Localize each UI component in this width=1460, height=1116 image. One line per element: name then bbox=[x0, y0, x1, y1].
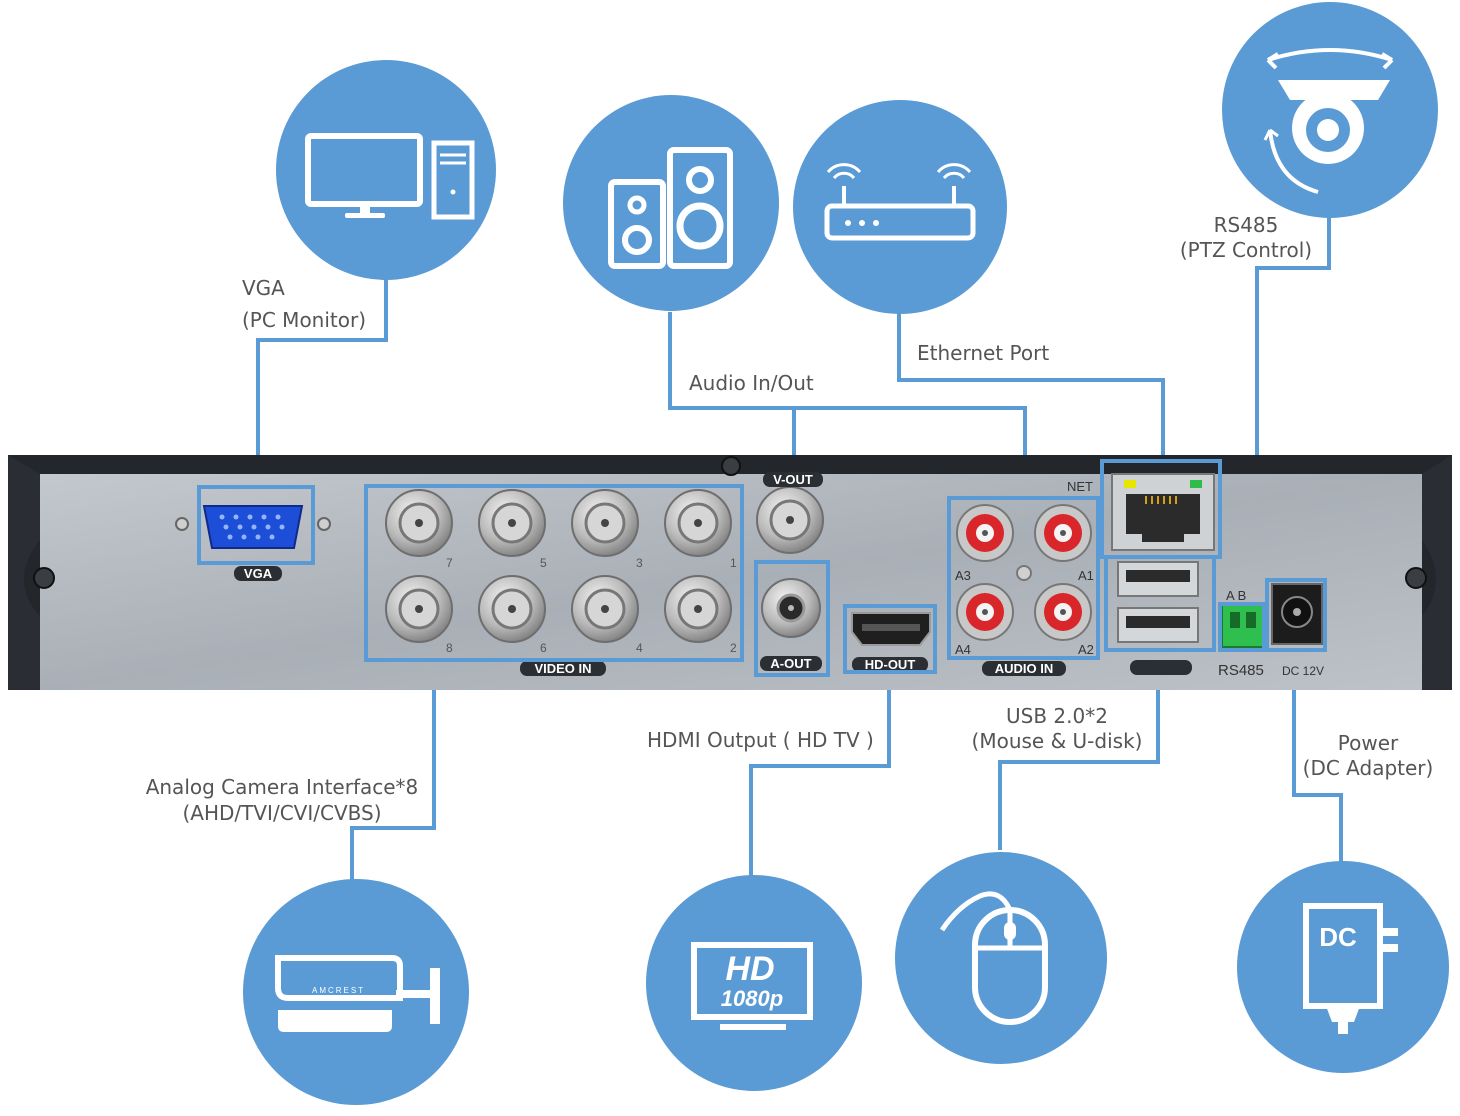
connector-lines bbox=[256, 216, 1343, 880]
line-rs485 bbox=[1255, 216, 1331, 604]
analog-camera-sub-label: (AHD/TVI/CVI/CVBS) bbox=[182, 801, 382, 825]
camera-brand-text: AMCREST bbox=[312, 986, 365, 995]
v-out-panel-label: V-OUT bbox=[773, 472, 813, 487]
hd-resolution-text: 1080p bbox=[721, 986, 783, 1011]
line-hdmi bbox=[749, 672, 891, 880]
audio-port-label: A1 bbox=[1078, 568, 1094, 583]
dvr-rear-panel: 7 5 3 1 8 6 4 2 A3 A1 A4 A2 NET bbox=[8, 455, 1452, 690]
line-power bbox=[1292, 650, 1343, 862]
power-sub-label: (DC Adapter) bbox=[1302, 756, 1434, 780]
hd-out-panel-label: HD-OUT bbox=[865, 657, 916, 672]
dc-icon-text: DC bbox=[1319, 922, 1357, 952]
bnc-number: 3 bbox=[636, 556, 643, 570]
audio-label: Audio In/Out bbox=[689, 371, 814, 395]
bnc-number: 8 bbox=[446, 641, 453, 655]
vga-panel-label: VGA bbox=[244, 566, 273, 581]
vga-sub-label: (PC Monitor) bbox=[242, 308, 367, 332]
bnc-number: 1 bbox=[730, 556, 737, 570]
bnc-video-inputs bbox=[385, 489, 732, 643]
bnc-number: 2 bbox=[730, 641, 737, 655]
audio-port-label: A3 bbox=[955, 568, 971, 583]
a-out-panel-label: A-OUT bbox=[770, 656, 811, 671]
net-label: NET bbox=[1067, 479, 1093, 494]
mouse-icon bbox=[895, 852, 1107, 1064]
pc-monitor-icon bbox=[276, 60, 496, 280]
bnc-number: 5 bbox=[540, 556, 547, 570]
analog-camera-label: Analog Camera Interface*8 bbox=[145, 775, 419, 799]
rs485-sub-label: (PTZ Control) bbox=[1179, 238, 1313, 262]
hd-tv-icon: HD 1080p bbox=[646, 875, 862, 1091]
dc-panel-label: DC 12V bbox=[1282, 664, 1324, 678]
line-vga bbox=[256, 276, 388, 487]
ptz-dome-camera-icon bbox=[1222, 2, 1438, 218]
bullet-camera-icon: AMCREST bbox=[243, 879, 469, 1105]
rs485-ab-label: A B bbox=[1226, 588, 1246, 603]
port-highlight-boxes bbox=[197, 459, 1327, 677]
bnc-number: 6 bbox=[540, 641, 547, 655]
line-audio-left bbox=[668, 312, 1027, 498]
usb-label: USB 2.0*2 bbox=[1006, 704, 1108, 728]
dc-adapter-icon: DC bbox=[1237, 861, 1449, 1073]
vga-label: VGA bbox=[242, 276, 285, 300]
line-analog bbox=[350, 660, 436, 880]
usb-sub-label: (Mouse & U-disk) bbox=[971, 729, 1143, 753]
power-label: Power bbox=[1337, 731, 1399, 755]
bnc-number: 4 bbox=[636, 641, 643, 655]
audio-port-label: A2 bbox=[1078, 642, 1094, 657]
audio-in-panel-label: AUDIO IN bbox=[995, 661, 1054, 676]
rs485-label: RS485 bbox=[1213, 213, 1279, 237]
line-usb bbox=[998, 650, 1160, 850]
ethernet-label: Ethernet Port bbox=[917, 341, 1050, 365]
router-icon bbox=[793, 100, 1007, 314]
speakers-icon bbox=[563, 95, 779, 311]
bnc-number: 7 bbox=[446, 556, 453, 570]
hd-text: HD bbox=[725, 950, 774, 988]
video-in-panel-label: VIDEO IN bbox=[534, 661, 591, 676]
rca-audio-inputs bbox=[956, 504, 1092, 641]
hdmi-label: HDMI Output ( HD TV ) bbox=[647, 728, 874, 752]
audio-port-label: A4 bbox=[955, 642, 971, 657]
line-ethernet bbox=[897, 300, 1165, 461]
rs485-panel-label: RS485 bbox=[1218, 662, 1264, 679]
